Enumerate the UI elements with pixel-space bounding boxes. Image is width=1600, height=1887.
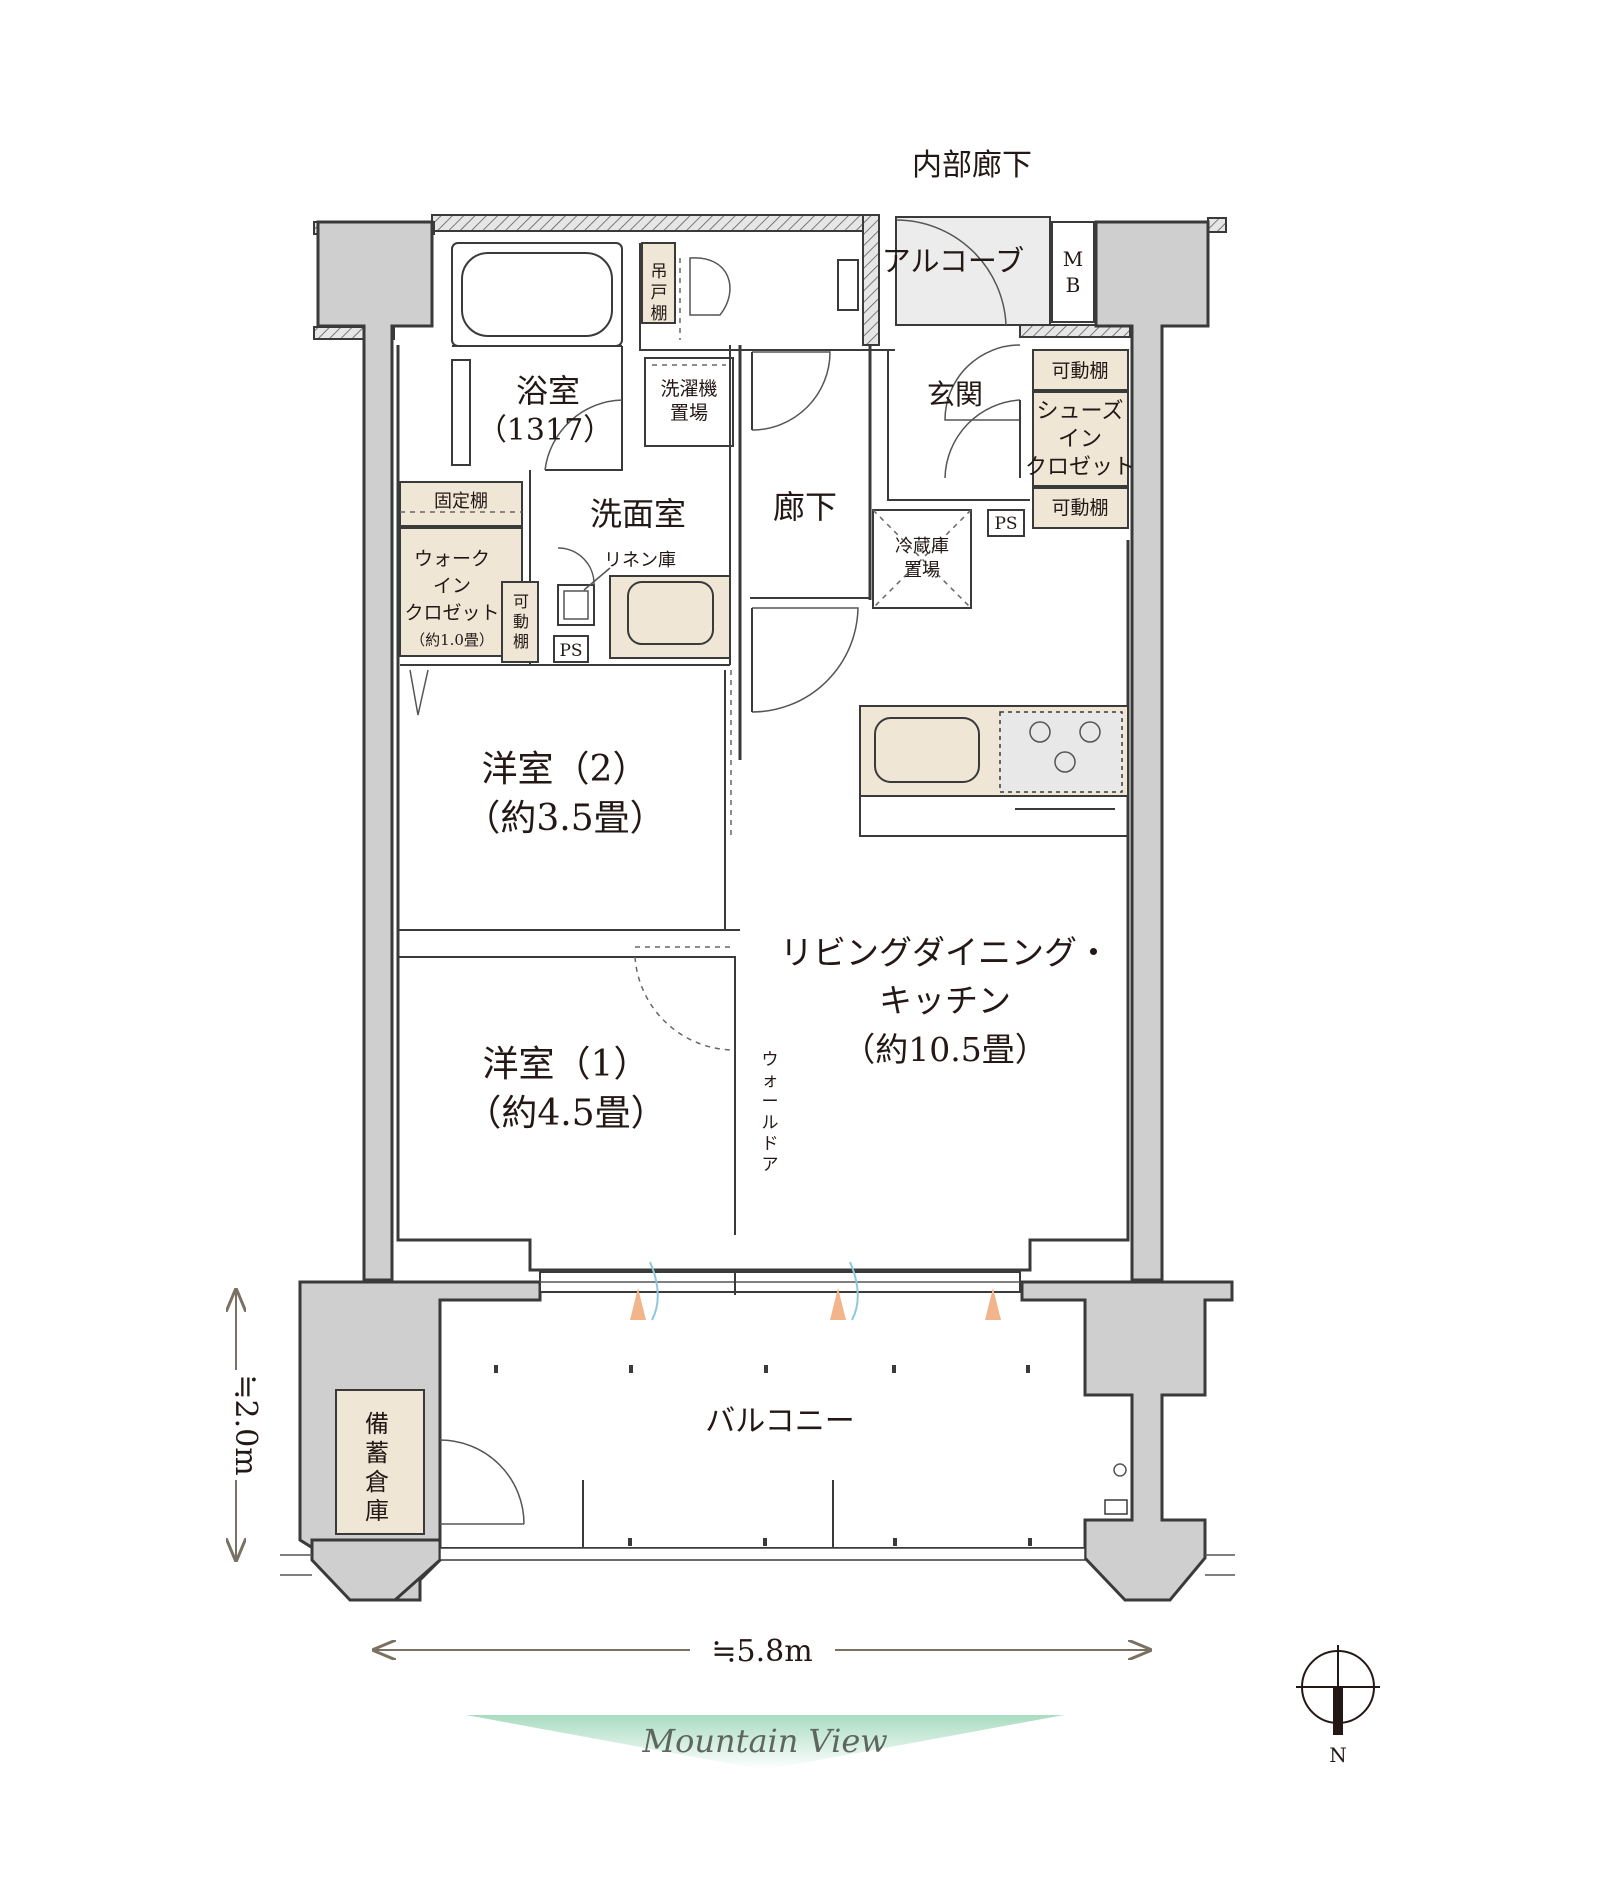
- entrance: [887, 344, 1129, 537]
- balcony-label: バルコニー: [705, 1404, 854, 1439]
- ldk-size-label: （約10.5畳）: [842, 1030, 1047, 1069]
- windows: [539, 1261, 1021, 1321]
- washroom-label: 洗面室: [590, 495, 686, 533]
- washer-space: [644, 357, 734, 447]
- wall-door-label: ウォールドア: [762, 1050, 779, 1175]
- ps-wash-label: PS: [559, 641, 582, 661]
- wic-label: ウォークインクロゼット: [404, 548, 499, 624]
- fridge-label: 冷蔵庫置場: [895, 536, 949, 581]
- western1-label: 洋室（1）: [483, 1044, 650, 1085]
- ldk-label-line2: キッチン: [879, 981, 1011, 1020]
- hanging-shelf-label: 吊戸棚: [651, 262, 668, 324]
- wic-size-label: （約1.0畳）: [410, 631, 494, 649]
- inner-corridor-label: 内部廊下: [912, 148, 1032, 183]
- hallway: [738, 345, 872, 760]
- walk-in-closet: [399, 481, 730, 716]
- storage-label: 備蓄倉庫: [365, 1410, 389, 1525]
- view-fan: [466, 1715, 1064, 1770]
- dimension-width-label: ≒5.8m: [711, 1634, 812, 1669]
- north-label: N: [1329, 1743, 1347, 1767]
- dimension-height-label: ≒2.0m: [228, 1374, 263, 1475]
- western2-size-label: （約3.5畳）: [464, 798, 665, 839]
- western2-label: 洋室（2）: [482, 749, 649, 790]
- linen-label: リネン庫: [604, 550, 676, 571]
- ldk-label-line1: リビングダイニング・: [780, 933, 1110, 972]
- storage: [335, 1389, 525, 1535]
- movable-shelf-wic-label: 可動棚: [513, 592, 529, 651]
- compass-icon: [1296, 1645, 1380, 1735]
- bathroom-label: 浴室: [516, 372, 580, 410]
- movable-shelf-bottom-label: 可動棚: [1051, 497, 1108, 519]
- alcove-label: アルコーブ: [882, 244, 1024, 278]
- western-room-2: [398, 670, 740, 931]
- kitchen-counter: [859, 705, 1129, 837]
- western-room-1: [398, 946, 736, 1235]
- washroom: [529, 345, 731, 666]
- ps-entrance-label: PS: [994, 514, 1017, 534]
- western1-size-label: （約4.5畳）: [465, 1093, 666, 1134]
- balcony: [280, 1365, 1235, 1576]
- view-label: Mountain View: [641, 1722, 887, 1760]
- alcove: [895, 216, 1095, 326]
- entrance-label: 玄関: [927, 378, 983, 411]
- fixed-shelf-label: 固定棚: [434, 491, 488, 512]
- hallway-label: 廊下: [773, 488, 837, 526]
- shoe-closet-label: シューズインクロゼット: [1025, 399, 1135, 480]
- bathroom: [451, 242, 623, 471]
- toilet: [639, 242, 895, 351]
- washer-label: 洗濯機置場: [660, 378, 717, 424]
- movable-shelf-top-label: 可動棚: [1051, 360, 1108, 382]
- bathroom-size-label: （1317）: [477, 413, 613, 448]
